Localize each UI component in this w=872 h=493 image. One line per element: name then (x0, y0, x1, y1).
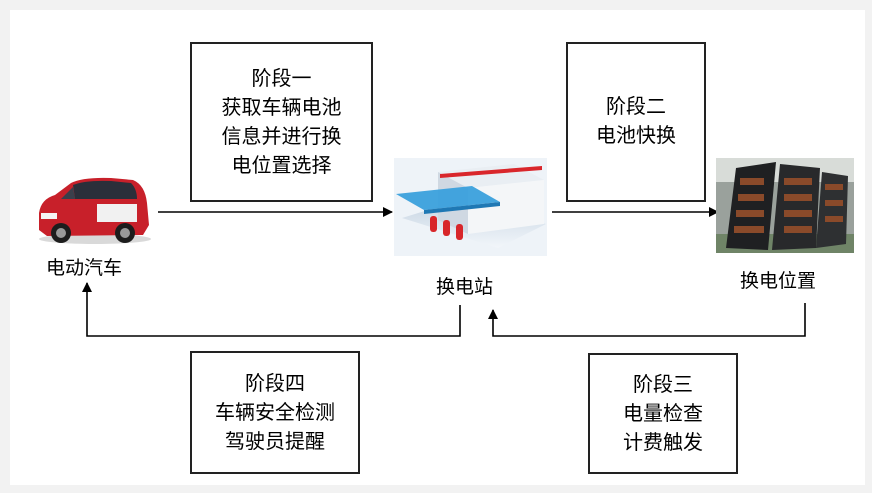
battery-swap-station-icon (394, 158, 547, 256)
electric-car-icon (33, 175, 155, 247)
electric-car-label: 电动汽车 (46, 257, 123, 279)
stage-one-line: 电位置选择 (231, 153, 332, 177)
stage-three-line: 阶段三 (633, 372, 693, 396)
stage-three-line: 计费触发 (623, 430, 703, 454)
stage-two-line: 阶段二 (606, 94, 666, 118)
stage-four-line: 驾驶员提醒 (225, 429, 325, 453)
stage-one-line: 阶段一 (251, 66, 312, 90)
stage-four-box: 阶段四 车辆安全检测 驾驶员提醒 (190, 351, 360, 474)
stage-four-line: 车辆安全检测 (215, 400, 335, 424)
stage-two-line: 电池快换 (596, 123, 676, 147)
arrow-station-to-car (82, 282, 461, 337)
stage-four-line: 阶段四 (245, 371, 305, 395)
stage-one-box: 阶段一 获取车辆电池 信息并进行换 电位置选择 (190, 42, 373, 202)
battery-rack-icon (716, 158, 854, 253)
stage-two-box: 阶段二 电池快换 (566, 42, 706, 202)
battery-position-label: 换电位置 (740, 270, 817, 292)
station-label: 换电站 (436, 276, 494, 298)
stage-three-line: 电量检查 (623, 401, 703, 425)
stage-three-box: 阶段三 电量检查 计费触发 (588, 353, 738, 474)
stage-one-line: 信息并进行换 (221, 124, 342, 148)
stage-one-line: 获取车辆电池 (221, 95, 342, 119)
arrow-battery-to-station (488, 303, 806, 337)
